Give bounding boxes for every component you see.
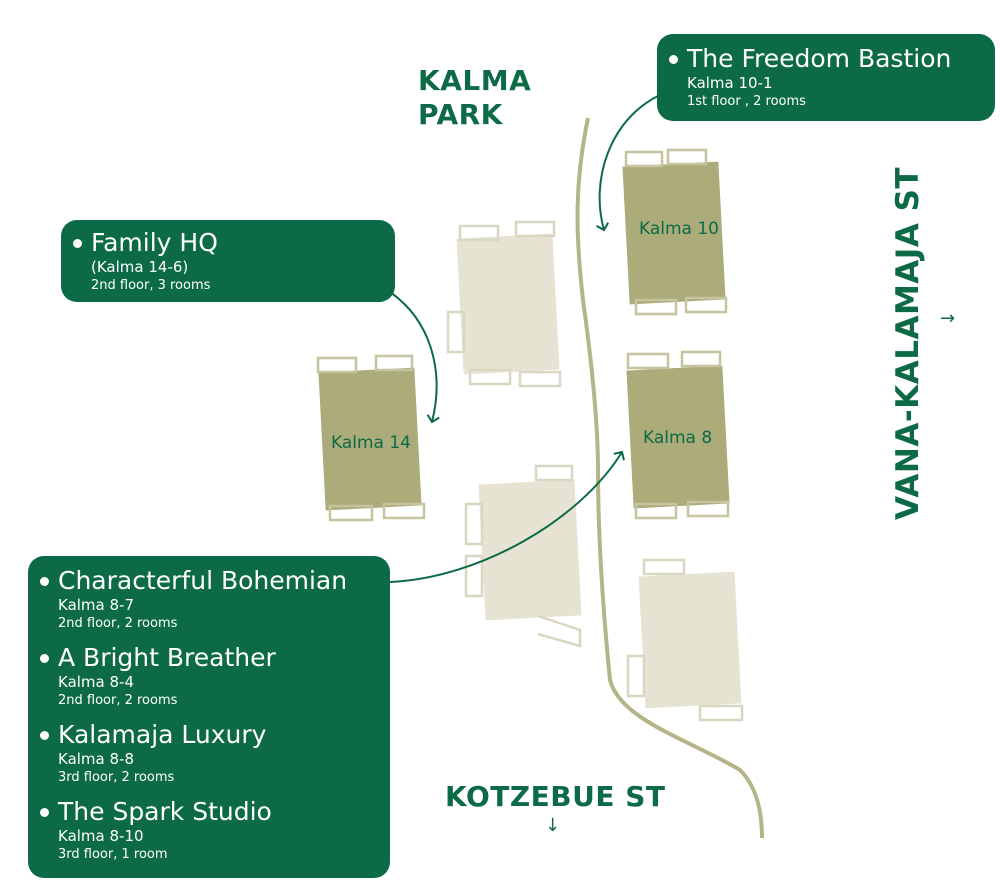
apartment-item-a-bright-breather[interactable]: A Bright Breather Kalma 8-4 2nd floor, 2…	[40, 643, 378, 717]
apartment-address: Kalma 8-7	[58, 596, 135, 614]
apartment-address: Kalma 8-4	[58, 673, 135, 691]
callout-freedom-bastion[interactable]: The Freedom Bastion Kalma 10-1 1st floor…	[657, 34, 995, 121]
callout-kalma-8-apartments: Characterful Bohemian Kalma 8-7 2nd floo…	[28, 556, 390, 878]
apartment-details: 3rd floor, 2 rooms	[58, 770, 175, 785]
apartment-name: Kalamaja Luxury	[58, 720, 267, 749]
arrow-down-icon: ↓	[545, 815, 561, 836]
apartment-address: Kalma 10-1	[687, 74, 773, 92]
apartment-item-the-spark-studio[interactable]: The Spark Studio Kalma 8-10 3rd floor, 1…	[40, 797, 378, 871]
arrow-apartments-to-kalma8	[389, 450, 625, 583]
bullet-icon	[669, 55, 678, 64]
building-unnamed-north	[446, 220, 562, 388]
building-unnamed-south	[626, 558, 744, 722]
road-path	[575, 117, 764, 839]
apartment-details: 2nd floor, 2 rooms	[58, 616, 178, 631]
arrow-right-icon: →	[940, 308, 956, 329]
apartment-name: Characterful Bohemian	[58, 566, 348, 595]
apartment-item-kalamaja-luxury[interactable]: Kalamaja Luxury Kalma 8-8 3rd floor, 2 r…	[40, 720, 378, 794]
apartment-address: Kalma 8-10	[58, 827, 144, 845]
apartment-name: The Freedom Bastion	[687, 44, 952, 73]
building-kalma-8	[626, 350, 730, 520]
apartment-details: 2nd floor, 2 rooms	[58, 693, 178, 708]
apartment-details: 3rd floor, 1 room	[58, 847, 168, 862]
apartment-item-characterful-bohemian[interactable]: Characterful Bohemian Kalma 8-7 2nd floo…	[40, 566, 378, 640]
bullet-icon	[40, 577, 49, 586]
bullet-icon	[40, 808, 49, 817]
apartment-item[interactable]: The Freedom Bastion Kalma 10-1 1st floor…	[669, 44, 983, 111]
arrow-family-to-kalma14	[389, 291, 440, 424]
kalma-park-label: KALMA PARK	[418, 64, 531, 132]
kalma-park-line-1: KALMA	[418, 64, 532, 97]
label-kalma-8: Kalma 8	[643, 428, 713, 448]
callout-family-hq[interactable]: Family HQ (Kalma 14-6) 2nd floor, 3 room…	[61, 220, 395, 302]
building-kalma-10	[622, 148, 728, 316]
apartment-details: 1st floor , 2 rooms	[687, 94, 806, 109]
kalma-park-line-2: PARK	[418, 98, 503, 132]
vana-kalamaja-street-label: VANA-KALAMAJA ST	[890, 166, 926, 520]
label-kalma-10: Kalma 10	[639, 219, 720, 239]
kotzebue-street-label: KOTZEBUE ST	[445, 780, 666, 813]
bullet-icon	[40, 654, 49, 663]
apartment-name: Family HQ	[91, 228, 218, 257]
apartment-name: The Spark Studio	[58, 797, 272, 826]
label-kalma-14: Kalma 14	[331, 433, 412, 453]
arrow-freedom-to-kalma10	[596, 95, 659, 232]
apartment-address: Kalma 8-8	[58, 750, 135, 768]
bullet-icon	[73, 239, 82, 248]
bullet-icon	[40, 731, 49, 740]
building-kalma-14	[316, 354, 426, 522]
apartment-name: A Bright Breather	[58, 643, 276, 672]
apartment-item[interactable]: Family HQ (Kalma 14-6) 2nd floor, 3 room…	[73, 228, 383, 295]
apartment-details: 2nd floor, 3 rooms	[91, 278, 211, 293]
building-unnamed-middle	[464, 464, 582, 648]
apartment-address: (Kalma 14-6)	[91, 258, 189, 276]
